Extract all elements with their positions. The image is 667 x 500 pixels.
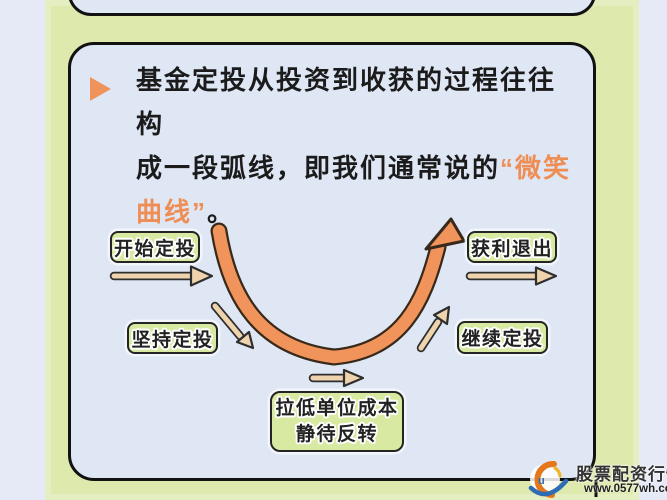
node-label: 开始定投 — [113, 238, 196, 260]
node-continue-investing: 继续定投 — [457, 321, 548, 354]
node-label: 继续定投 — [461, 329, 544, 350]
arrow-right-icon — [465, 266, 558, 286]
arrow-down-right-icon — [210, 301, 255, 350]
node-keep-investing: 坚持定投 — [127, 322, 218, 354]
play-triangle-icon — [90, 77, 111, 101]
arrow-up-right-icon — [416, 305, 451, 353]
highlight-text: “微笑 — [500, 153, 572, 183]
smile-curve-arrow — [212, 224, 445, 364]
intro-paragraph: 基金定投从投资到收获的过程往往构 成一段弧线，即我们通常说的“微笑 曲线”。 — [136, 58, 576, 234]
node-label: 拉低单位成本 — [275, 397, 399, 419]
watermark-logo-icon: u — [528, 460, 569, 498]
node-label: 坚持定投 — [131, 329, 214, 351]
node-profit-exit: 获利退出 — [467, 231, 557, 263]
node-label: 获利退出 — [470, 238, 553, 260]
smile-curve-outline — [210, 222, 447, 366]
node-label: 静待反转 — [295, 423, 378, 445]
intro-line-3: 曲线”。 — [136, 197, 236, 227]
watermark-url: www.0577wh.com — [584, 483, 667, 495]
svg-text:u: u — [538, 475, 545, 487]
arrow-right-icon — [109, 265, 214, 287]
node-start-investing: 开始定投 — [110, 231, 200, 263]
watermark-title: 股票配资行情 — [576, 465, 667, 484]
node-lower-cost: 拉低单位成本 静待反转 — [270, 391, 404, 452]
watermark: u 股票配资行情 www.0577wh.com — [524, 456, 667, 500]
intro-line-1: 基金定投从投资到收获的过程往往构 — [136, 65, 557, 139]
arrow-right-icon — [308, 368, 365, 388]
smile-curve-arrowhead-icon — [424, 217, 466, 251]
highlight-text: 曲线” — [136, 197, 208, 227]
intro-line-2: 成一段弧线，即我们通常说的“微笑 — [136, 153, 572, 183]
